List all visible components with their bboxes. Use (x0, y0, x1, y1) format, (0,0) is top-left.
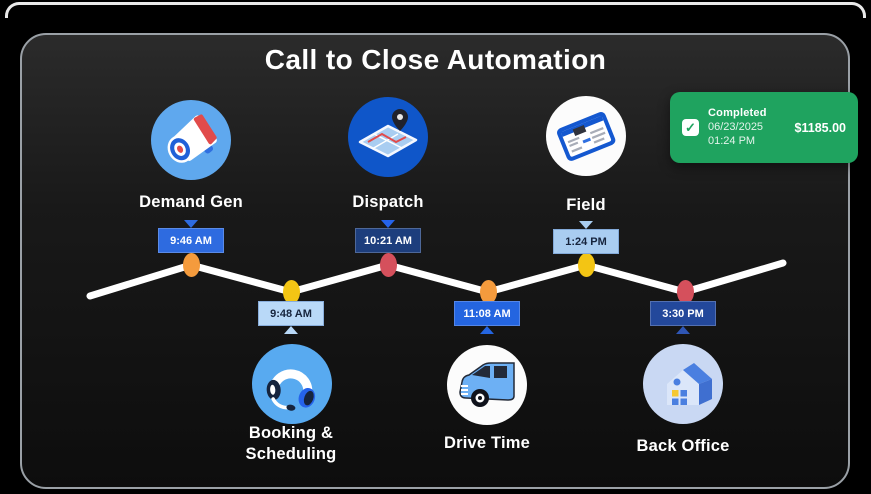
house-icon (667, 363, 712, 405)
completed-card: ✓ Completed 06/23/2025 01:24 PM $1185.00 (670, 92, 858, 163)
time-badge-demand-gen: 9:46 AM (158, 228, 224, 253)
dispatch-circle (348, 97, 428, 177)
checkbox-icon[interactable]: ✓ (682, 119, 699, 136)
timeline-node-dot (479, 280, 497, 304)
stage-label-demand-gen: Demand Gen (139, 193, 243, 211)
badge-pointer (284, 326, 298, 334)
headset-icon (266, 369, 316, 411)
completed-amount: $1185.00 (794, 120, 846, 135)
back-office-circle (643, 344, 723, 424)
time-badge-booking: 9:48 AM (258, 301, 324, 326)
timeline-node-dot (379, 253, 397, 277)
stage-label-back-office: Back Office (636, 437, 730, 455)
drive-time-circle (447, 345, 527, 425)
time-badge-field: 1:24 PM (553, 229, 619, 254)
page-title: Call to Close Automation (264, 44, 607, 75)
completed-status: Completed (708, 107, 767, 119)
booking-circle (252, 344, 332, 424)
badge-pointer (676, 326, 690, 334)
top-frame-edge (5, 2, 866, 18)
time-badge-back-office: 3:30 PM (650, 301, 716, 326)
stage-label-dispatch: Dispatch (352, 193, 424, 211)
tablet-icon (557, 112, 616, 161)
demand-gen-circle (151, 100, 231, 180)
time-badge-drive-time: 11:08 AM (454, 301, 520, 326)
completed-texts: Completed 06/23/2025 01:24 PM (708, 107, 786, 148)
timeline-node-dot (282, 280, 300, 304)
field-circle (546, 96, 626, 176)
badge-pointer (579, 221, 593, 229)
truck-icon (459, 362, 515, 407)
megaphone-icon (167, 114, 217, 163)
badge-pointer (184, 220, 198, 228)
stage-label-booking: Booking & Scheduling (245, 424, 337, 463)
completed-datetime: 06/23/2025 01:24 PM (708, 121, 764, 147)
timeline-node-dot (577, 253, 595, 277)
map-pin-icon (358, 109, 418, 158)
stage-label-field: Field (566, 196, 606, 214)
stage-label-drive-time: Drive Time (443, 434, 531, 452)
time-badge-dispatch: 10:21 AM (355, 228, 421, 253)
timeline-node-dot (182, 253, 200, 277)
timeline-node-dot (676, 280, 694, 304)
badge-pointer (381, 220, 395, 228)
badge-pointer (480, 326, 494, 334)
